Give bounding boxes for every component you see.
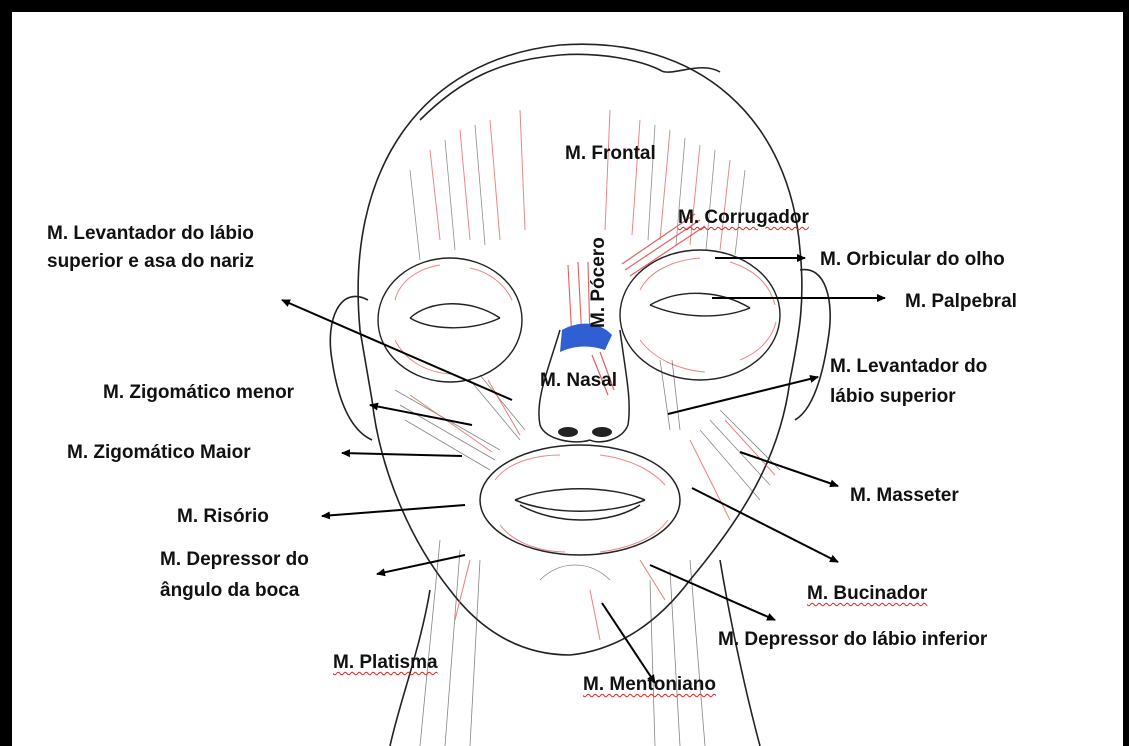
label-corrugador-text: M. Corrugador bbox=[678, 207, 809, 228]
label-platisma-text: M. Platisma bbox=[333, 652, 438, 673]
label-frontal: M. Frontal bbox=[565, 142, 656, 166]
label-depressor-angulo-line2: ângulo da boca bbox=[160, 579, 299, 603]
arrow-risorio bbox=[322, 505, 465, 516]
mouth-fibers bbox=[495, 455, 668, 552]
arrow-levantador-labio-asa bbox=[282, 300, 512, 400]
cheek-fibers-right-red bbox=[690, 420, 775, 520]
label-platisma: M. Platisma bbox=[333, 651, 438, 675]
label-zigomatico-maior: M. Zigomático Maior bbox=[67, 441, 251, 465]
label-risorio: M. Risório bbox=[177, 505, 269, 529]
label-levantador-labio-asa-line2: superior e asa do nariz bbox=[47, 250, 254, 274]
label-procero: M. Pócero bbox=[587, 237, 611, 328]
label-levantador-labio-sup-line2: lábio superior bbox=[830, 385, 956, 409]
orbicular-right bbox=[620, 250, 780, 380]
label-depressor-labio-inf: M. Depressor do lábio inferior bbox=[718, 628, 987, 652]
label-arrows bbox=[282, 258, 885, 683]
label-levantador-labio-asa-line1: M. Levantador do lábio bbox=[47, 222, 254, 246]
arrow-zigomatico-maior bbox=[342, 453, 462, 456]
label-masseter: M. Masseter bbox=[850, 484, 959, 508]
label-depressor-angulo-line1: M. Depressor do bbox=[160, 548, 309, 572]
label-mentoniano-text: M. Mentoniano bbox=[583, 674, 716, 695]
label-palpebral: M. Palpebral bbox=[905, 290, 1017, 314]
label-levantador-labio-sup-line1: M. Levantador do bbox=[830, 355, 987, 379]
label-bucinador-text: M. Bucinador bbox=[807, 583, 927, 604]
label-bucinador: M. Bucinador bbox=[807, 582, 927, 606]
orbicular-left bbox=[378, 258, 522, 382]
arrow-zigomatico-menor bbox=[370, 405, 472, 425]
nostril-right bbox=[592, 427, 612, 437]
label-zigomatico-menor: M. Zigomático menor bbox=[103, 381, 294, 405]
arrow-depressor-labio-inf bbox=[650, 565, 775, 620]
arrow-mentoniano bbox=[602, 603, 655, 683]
label-mentoniano: M. Mentoniano bbox=[583, 673, 716, 697]
label-corrugador: M. Corrugador bbox=[678, 206, 809, 230]
arrow-depressor-angulo bbox=[377, 555, 465, 574]
mouth bbox=[480, 445, 680, 555]
nostril-left bbox=[558, 427, 578, 437]
cheek-fibers-right bbox=[660, 360, 780, 500]
label-orbicular-olho: M. Orbicular do olho bbox=[820, 248, 1005, 272]
label-nasal: M. Nasal bbox=[540, 369, 617, 393]
arrow-levantador-labio-sup bbox=[668, 377, 818, 414]
